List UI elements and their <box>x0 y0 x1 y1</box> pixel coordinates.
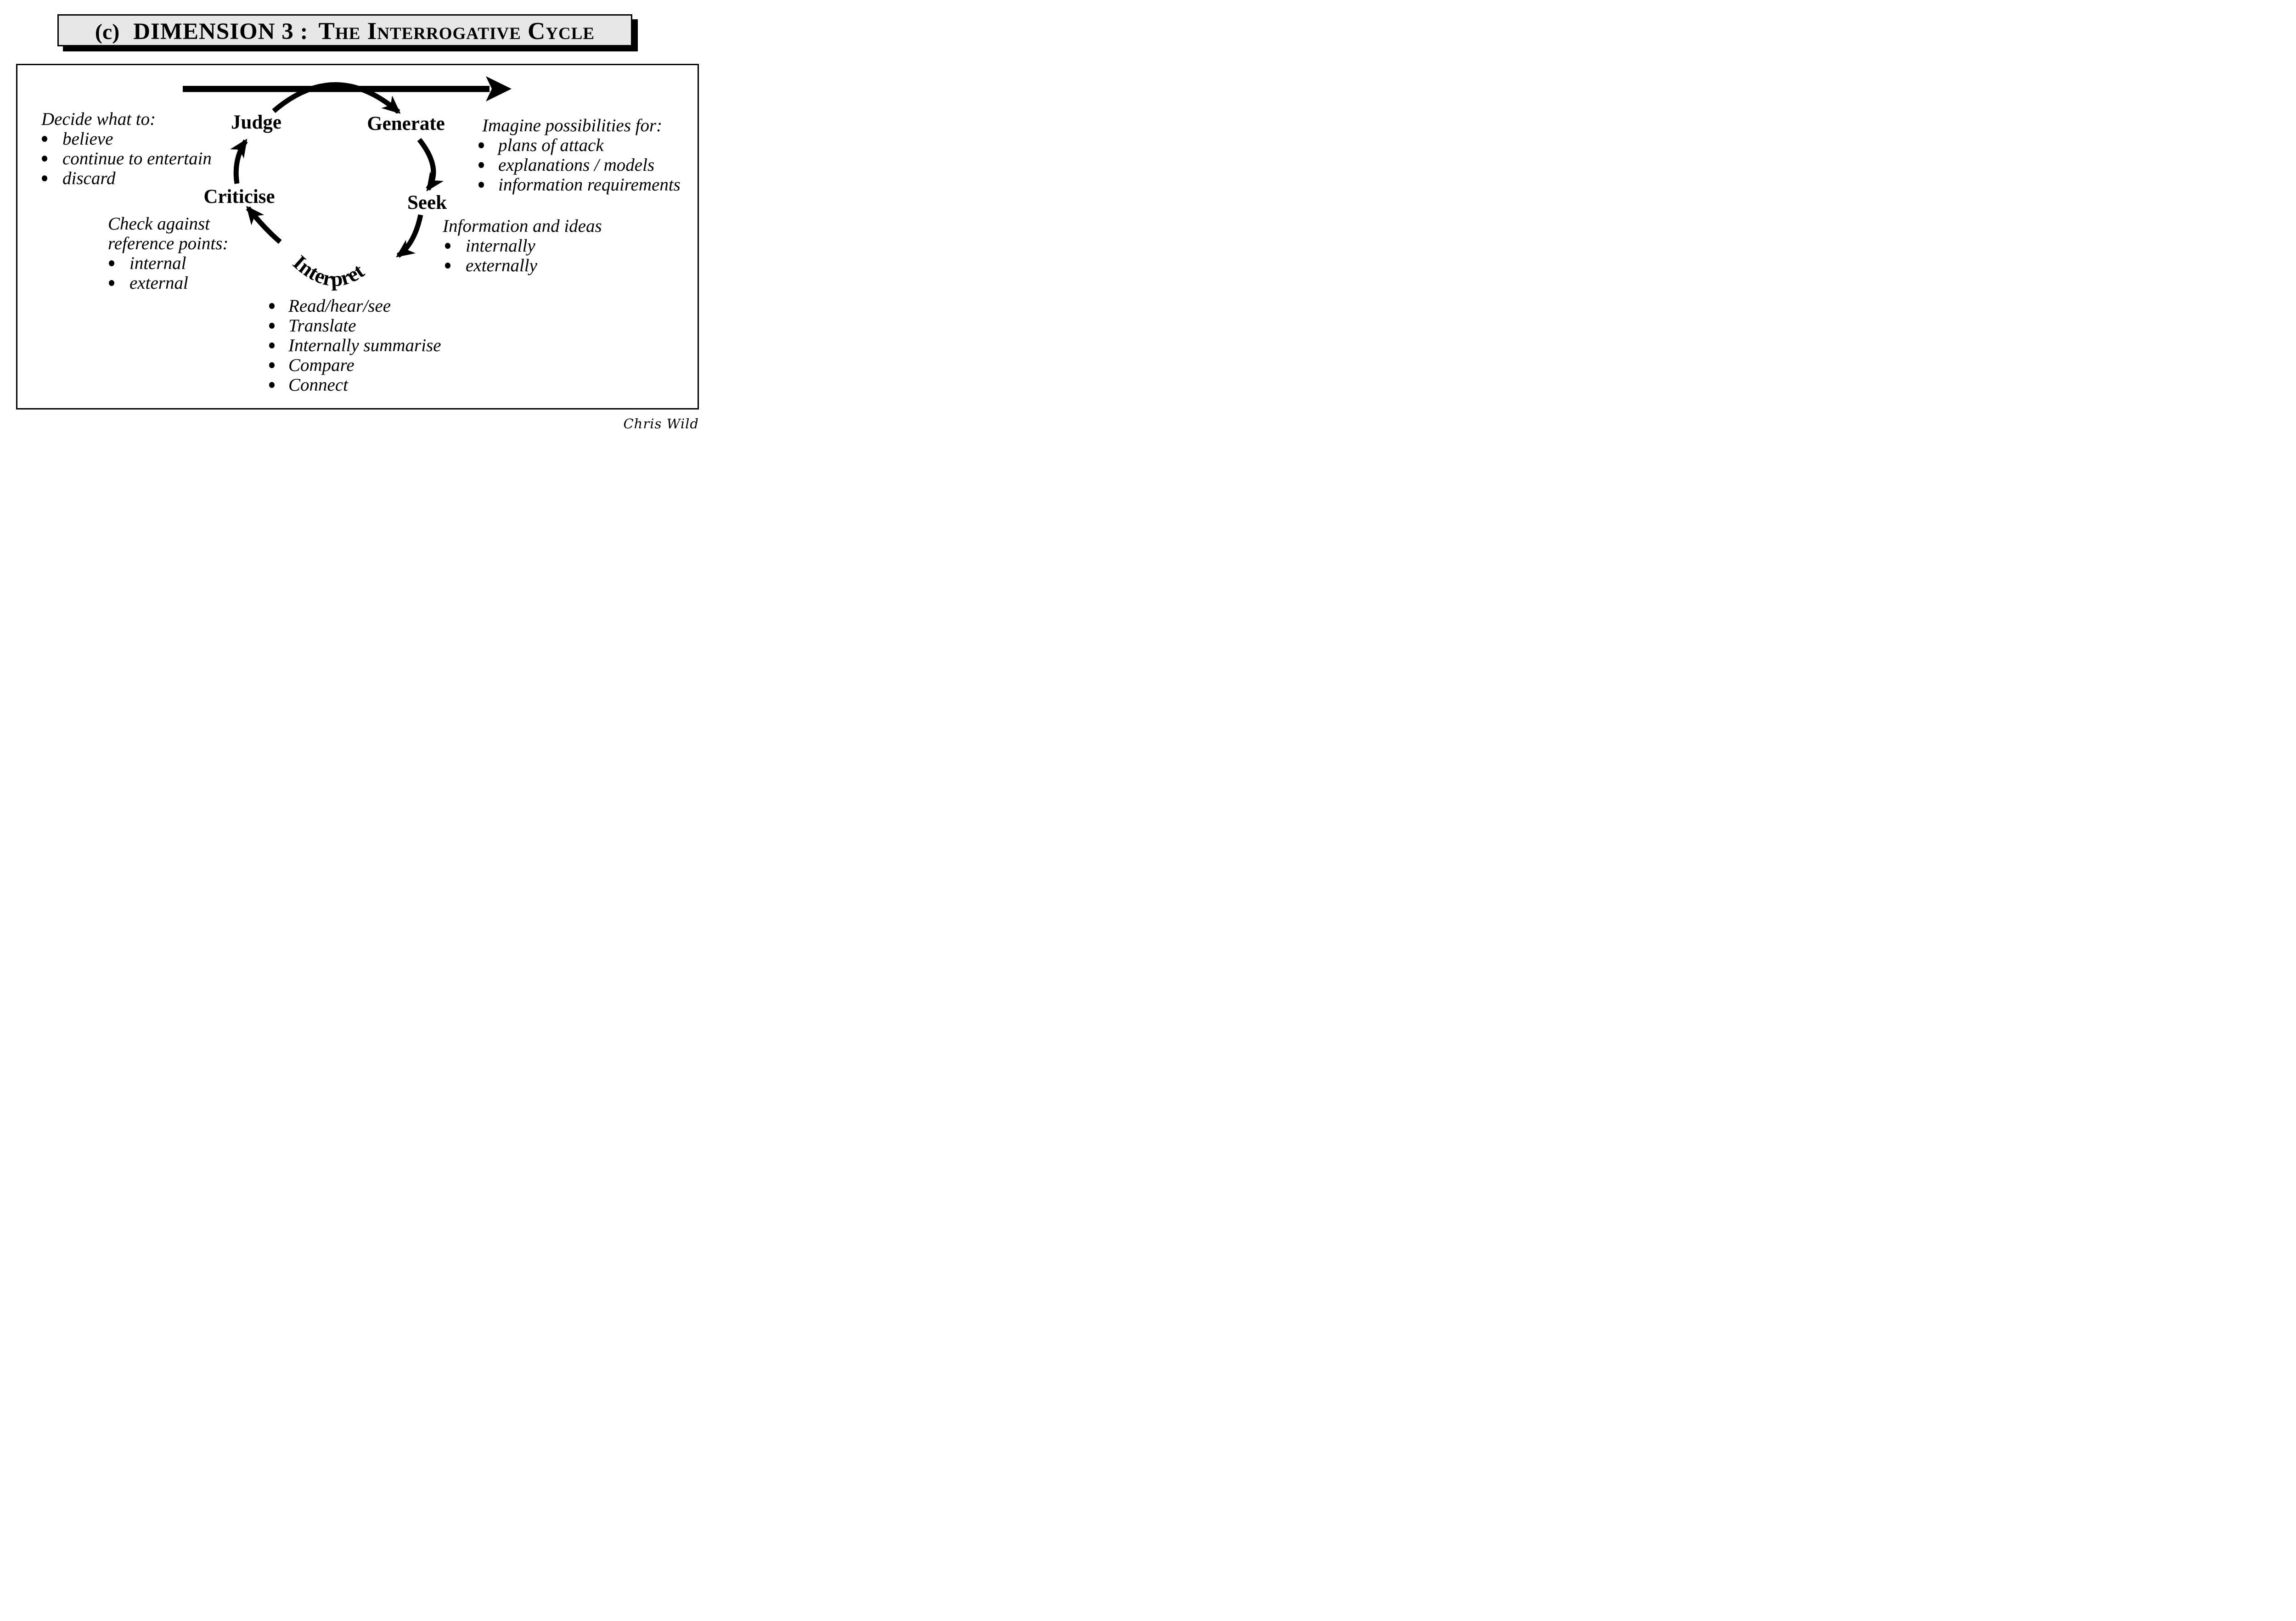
svg-text:Interpret: Interpret <box>288 251 368 291</box>
interpret-note: Read/hear/see Translate Internally summa… <box>269 296 441 395</box>
seek-note-heading: Information and ideas <box>443 216 602 236</box>
arc-judge-to-generate-icon <box>272 82 401 114</box>
list-item: internal <box>109 253 228 273</box>
list-item: externally <box>445 256 602 275</box>
bullet-icon <box>109 260 114 266</box>
generate-note: Imagine possibilities for: plans of atta… <box>478 116 681 195</box>
bullet-icon <box>269 303 275 309</box>
bullet-icon <box>42 156 47 162</box>
author-signature: Chris Wild <box>623 416 699 432</box>
bullet-icon <box>269 323 275 329</box>
title-subject: The Interrogative Cycle <box>318 18 595 45</box>
criticise-note-heading-line1: Check against <box>108 214 210 234</box>
arc-criticise-to-judge-icon <box>230 139 248 184</box>
bullet-icon <box>42 175 47 181</box>
interrogative-cycle-figure: (c) DIMENSION 3 : The Interrogative Cycl… <box>0 0 710 433</box>
list-item: discard <box>42 168 212 188</box>
bullet-icon <box>478 142 484 148</box>
list-item: believe <box>42 129 212 149</box>
bullet-icon <box>269 382 275 388</box>
bullet-icon <box>445 243 450 249</box>
node-seek: Seek <box>407 192 447 213</box>
node-criticise: Criticise <box>203 186 275 208</box>
list-item: Compare <box>269 355 441 375</box>
judge-note: Decide what to: believe continue to ente… <box>41 109 212 188</box>
seek-note: Information and ideas internally externa… <box>443 216 602 275</box>
generate-note-heading: Imagine possibilities for: <box>482 116 663 135</box>
arc-generate-to-seek-icon <box>417 138 444 191</box>
node-generate: Generate <box>367 113 445 135</box>
title-text: DIMENSION 3 : <box>133 19 309 45</box>
list-item: information requirements <box>478 175 681 195</box>
list-item: internally <box>445 236 602 256</box>
list-item: continue to entertain <box>42 149 212 168</box>
bullet-icon <box>109 280 114 286</box>
bullet-icon <box>445 263 450 269</box>
title-banner: (c) DIMENSION 3 : The Interrogative Cycl… <box>57 14 632 46</box>
bullet-icon <box>42 136 47 142</box>
node-interpret: Interpret <box>288 251 368 291</box>
criticise-note: Check against reference points: internal… <box>108 214 228 293</box>
list-item: Read/hear/see <box>269 296 441 316</box>
cycle-arrows: Interpret <box>183 76 512 291</box>
bullet-icon <box>478 182 484 188</box>
title-prefix: (c) <box>95 20 120 44</box>
arc-interpret-to-criticise-icon <box>246 206 282 244</box>
list-item: explanations / models <box>478 155 681 175</box>
list-item: Connect <box>269 375 441 395</box>
top-flow-arrow-icon <box>183 76 512 101</box>
bullet-icon <box>269 342 275 348</box>
list-item: Translate <box>269 316 441 336</box>
list-item: Internally summarise <box>269 336 441 355</box>
judge-note-heading: Decide what to: <box>41 109 156 129</box>
list-item: external <box>109 273 228 293</box>
bullet-icon <box>478 162 484 168</box>
list-item: plans of attack <box>478 135 681 155</box>
node-judge: Judge <box>231 112 281 133</box>
criticise-note-heading-line2: reference points: <box>108 234 229 253</box>
bullet-icon <box>269 362 275 368</box>
arc-seek-to-interpret-icon <box>396 214 423 258</box>
diagram-frame <box>16 64 699 409</box>
